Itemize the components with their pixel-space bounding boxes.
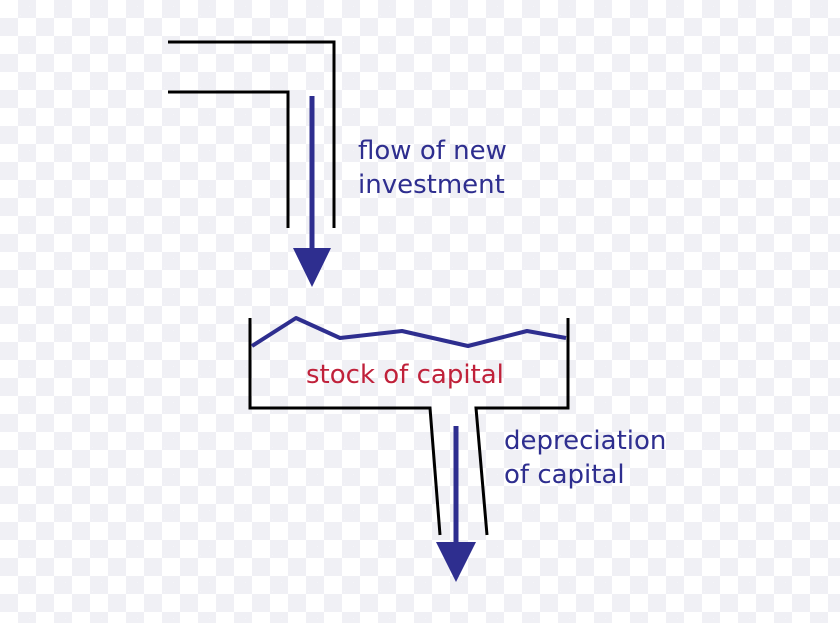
outflow-label: depreciation of capital (504, 424, 666, 492)
outflow-label-line-1: depreciation (504, 426, 667, 456)
stock-surface-line (250, 316, 567, 348)
inflow-label: flow of new investment (358, 134, 507, 202)
inflow-arrow-head (293, 248, 331, 287)
stock-tank-wall-right (474, 318, 570, 536)
stock-label-text: stock of capital (306, 360, 504, 390)
inflow-pipe-inner-wall (168, 90, 290, 228)
outflow-label-line-2: of capital (504, 460, 625, 490)
inflow-pipe-outer-wall (168, 40, 336, 228)
stock-tank-wall (248, 318, 442, 536)
stock-label: stock of capital (306, 358, 504, 392)
inflow-label-line-1: flow of new (358, 136, 507, 166)
inflow-label-line-2: investment (358, 170, 505, 200)
outflow-arrow-head (436, 542, 476, 582)
